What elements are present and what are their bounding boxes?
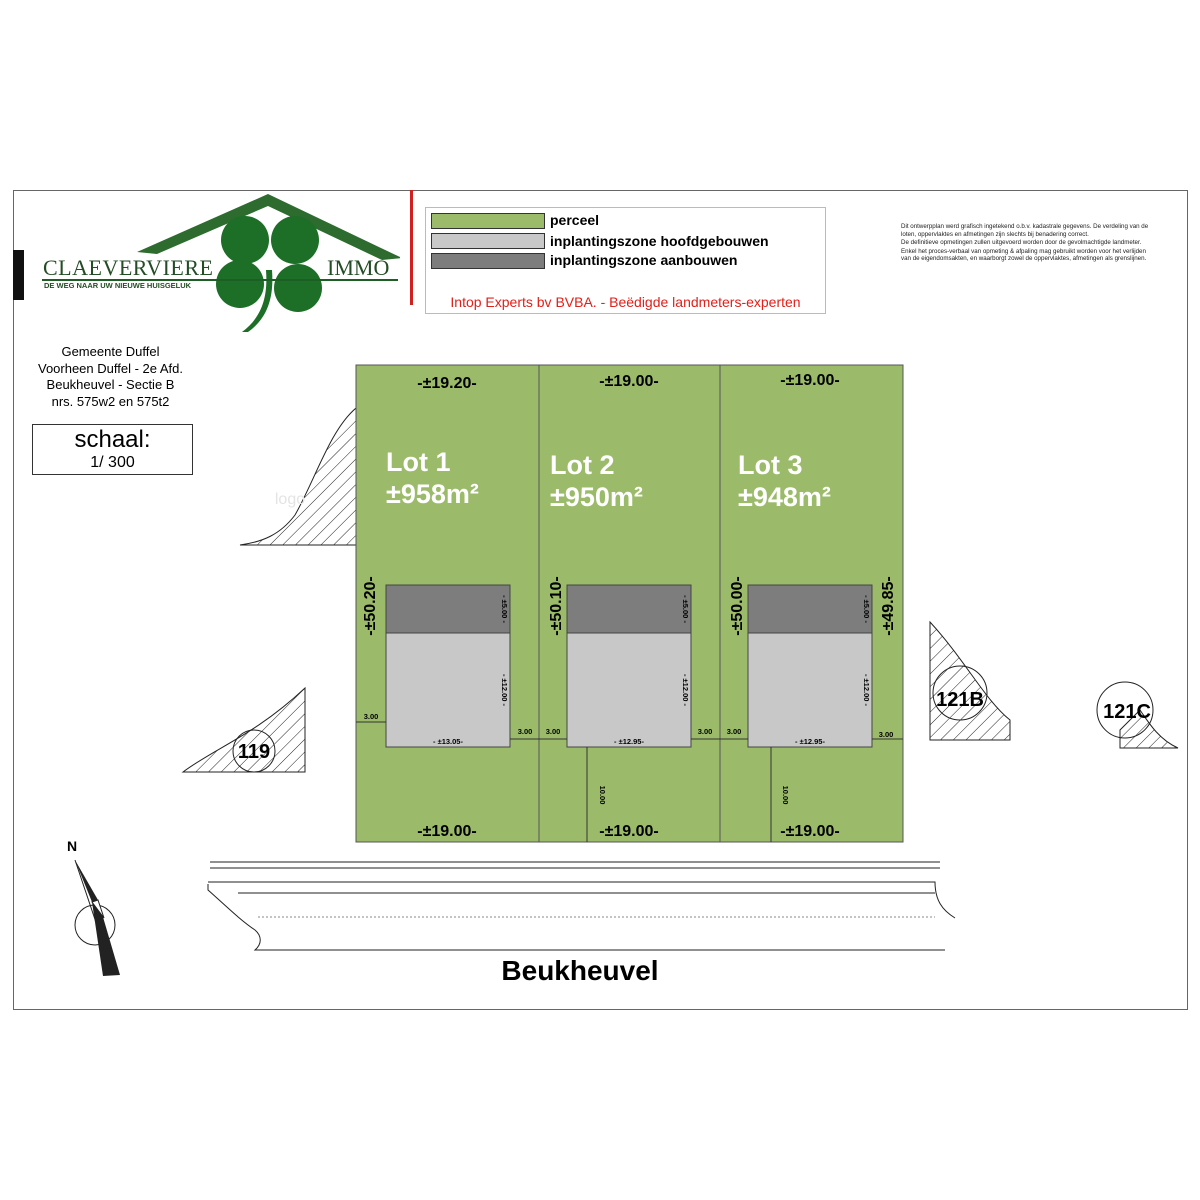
disclaimer: Dit ontwerpplan werd grafisch ingetekend… bbox=[901, 223, 1151, 264]
street-name: Beukheuvel bbox=[501, 955, 659, 986]
lot-1-main-depth: - ±12.00 - bbox=[500, 674, 509, 707]
lot-2-main-depth: - ±12.00 - bbox=[681, 674, 690, 707]
lot-2-front-setback: 10.00 bbox=[598, 786, 607, 805]
lot-1-annex-depth: - ±5.00 - bbox=[500, 595, 509, 623]
lot-1-area: ±958m² bbox=[386, 479, 479, 509]
parcel-121C-label: 121C bbox=[1103, 701, 1151, 723]
lot-1-name: Lot 1 bbox=[386, 447, 451, 477]
lot-2-top-dimension: -±19.00- bbox=[599, 373, 658, 390]
legend-label-aanbouwen: inplantingszone aanbouwen bbox=[550, 252, 738, 268]
scale-value: 1/ 300 bbox=[90, 454, 135, 471]
legend-label-hoofdgebouwen: inplantingszone hoofdgebouwen bbox=[550, 233, 769, 249]
disclaimer-paragraph: Dit ontwerpplan werd grafisch ingetekend… bbox=[901, 223, 1149, 238]
brand-left: CLAEVERVIERE bbox=[43, 255, 214, 280]
lot-2-building-width: - ±12.95- bbox=[614, 737, 644, 746]
lot-1-side-dimension: -±50.20- bbox=[362, 576, 379, 635]
lot-1-top-dimension: -±19.20- bbox=[417, 375, 476, 392]
lot-2-side-right-setback: 3.00 bbox=[698, 727, 713, 736]
lot-3-title: Lot 3 ±948m² bbox=[738, 449, 831, 513]
lot-2-annex-zone bbox=[566, 584, 692, 634]
lot-3-side-left-setback: 3.00 bbox=[727, 727, 742, 736]
lot-2-side-left-setback: 3.00 bbox=[546, 727, 561, 736]
lot-3-bottom-dimension: -±19.00- bbox=[780, 823, 839, 840]
parcel-119-circle bbox=[232, 729, 276, 773]
surveyor-credit: Intop Experts bv BVBA. - Beëdigde landme… bbox=[450, 294, 801, 310]
scale-box: schaal: 1/ 300 bbox=[32, 424, 193, 475]
lot-1-annex-zone bbox=[385, 584, 511, 634]
lot-1-title: Lot 1 ±958m² bbox=[386, 446, 479, 510]
lot-1-building-width: - ±13.05- bbox=[433, 737, 463, 746]
road bbox=[207, 861, 956, 951]
disclaimer-paragraph: Enkel het proces-verbaal van opmeting & … bbox=[901, 247, 1147, 263]
disclaimer-paragraph: De definitieve opmetingen zullen uitgevo… bbox=[901, 239, 1142, 247]
location-former: Voorheen Duffel - 2e Afd. bbox=[37, 360, 184, 376]
north-arrow-icon bbox=[74, 859, 120, 976]
parcel-121B-circle bbox=[932, 665, 988, 721]
legend-label-perceel: perceel bbox=[550, 212, 600, 228]
red-separator bbox=[410, 190, 413, 305]
legend-swatch-perceel bbox=[431, 213, 545, 229]
brand-tagline: DE WEG NAAR UW NIEUWE HUISGELUK bbox=[44, 281, 192, 290]
lot-2-area: ±950m² bbox=[550, 482, 643, 512]
lot-3-annex-zone bbox=[747, 584, 873, 634]
parcel-121C-circle bbox=[1096, 681, 1154, 739]
north-label: N bbox=[67, 838, 77, 854]
lot-3-annex-depth: - ±5.00 - bbox=[862, 595, 871, 623]
legend-swatch-aanbouwen bbox=[431, 253, 545, 269]
logo: CLAEVERVIERE IMMO DE WEG NAAR UW NIEUWE … bbox=[30, 192, 402, 332]
location-municipality: Gemeente Duffel bbox=[61, 344, 160, 359]
lot-3-building-width: - ±12.95- bbox=[795, 737, 825, 746]
lot-1-main-zone bbox=[385, 632, 511, 748]
scale-title: schaal: bbox=[74, 426, 151, 453]
lot-1-side-left-setback: 3.00 bbox=[364, 712, 379, 721]
neighbour-hatch-121B bbox=[929, 620, 1011, 741]
lot-2-side-dimension: -±50.10- bbox=[548, 576, 565, 635]
lot-3-main-zone bbox=[747, 632, 873, 748]
brand-right: IMMO bbox=[327, 255, 390, 280]
location-section: Beukheuvel - Sectie B bbox=[46, 377, 175, 392]
location-parcel-numbers: nrs. 575w2 en 575t2 bbox=[51, 393, 170, 409]
lot-1-side-right-setback: 3.00 bbox=[518, 727, 533, 736]
location-info: Gemeente Duffel Voorheen Duffel - 2e Afd… bbox=[28, 344, 193, 410]
lot-3-main-depth: - ±12.00 - bbox=[862, 674, 871, 707]
logo-house-icon bbox=[137, 194, 402, 332]
lot-2-main-zone bbox=[566, 632, 692, 748]
lot-3-side-dimension-left: -±50.00- bbox=[729, 576, 746, 635]
legend: perceel inplantingszone hoofdgebouwen in… bbox=[425, 207, 826, 314]
brand-underline bbox=[42, 279, 398, 281]
lot-3-name: Lot 3 bbox=[738, 450, 803, 480]
parcel-119-label: 119 bbox=[238, 741, 270, 763]
lot-3-side-dimension-right: -±49.85- bbox=[880, 576, 897, 635]
plan-frame bbox=[13, 190, 1188, 1010]
neighbour-hatch-top-left bbox=[239, 406, 357, 546]
lot-2-name: Lot 2 bbox=[550, 450, 615, 480]
watermark-text: logo bbox=[275, 491, 305, 508]
lot-1-bottom-dimension: -±19.00- bbox=[417, 823, 476, 840]
lot-3-front-setback: 10.00 bbox=[781, 786, 790, 805]
lot-2-bottom-dimension: -±19.00- bbox=[599, 823, 658, 840]
legend-swatch-hoofdgebouwen bbox=[431, 233, 545, 249]
neighbour-hatch-121C bbox=[1119, 709, 1179, 749]
lot-3-top-dimension: -±19.00- bbox=[780, 372, 839, 389]
lot-3-area: ±948m² bbox=[738, 482, 831, 512]
lot-2-annex-depth: - ±5.00 - bbox=[681, 595, 690, 623]
edge-mark bbox=[13, 250, 24, 300]
parcel-121B-label: 121B bbox=[936, 689, 984, 711]
lot-3-side-right-setback: 3.00 bbox=[879, 730, 894, 739]
lot-2-title: Lot 2 ±950m² bbox=[550, 449, 643, 513]
